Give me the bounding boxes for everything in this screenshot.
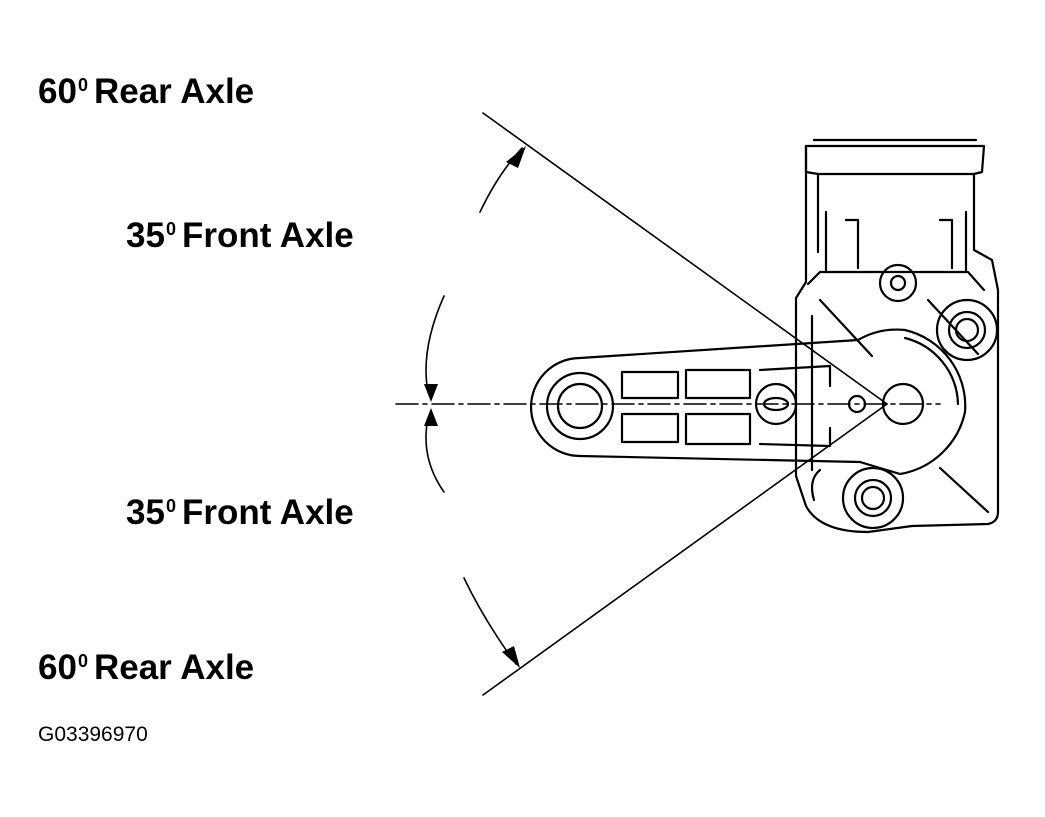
sensor-housing [794, 138, 1000, 534]
angle-arcs [425, 147, 523, 665]
arrowheads [424, 146, 526, 668]
arrow-up-icon [424, 408, 438, 426]
angle-lines [395, 112, 941, 696]
sensor-lever-arm [529, 328, 967, 476]
arrow-up-icon [506, 146, 526, 168]
arrow-down-icon [502, 646, 520, 668]
figure-code: G03396970 [38, 723, 148, 746]
arrow-down-icon [424, 384, 438, 402]
